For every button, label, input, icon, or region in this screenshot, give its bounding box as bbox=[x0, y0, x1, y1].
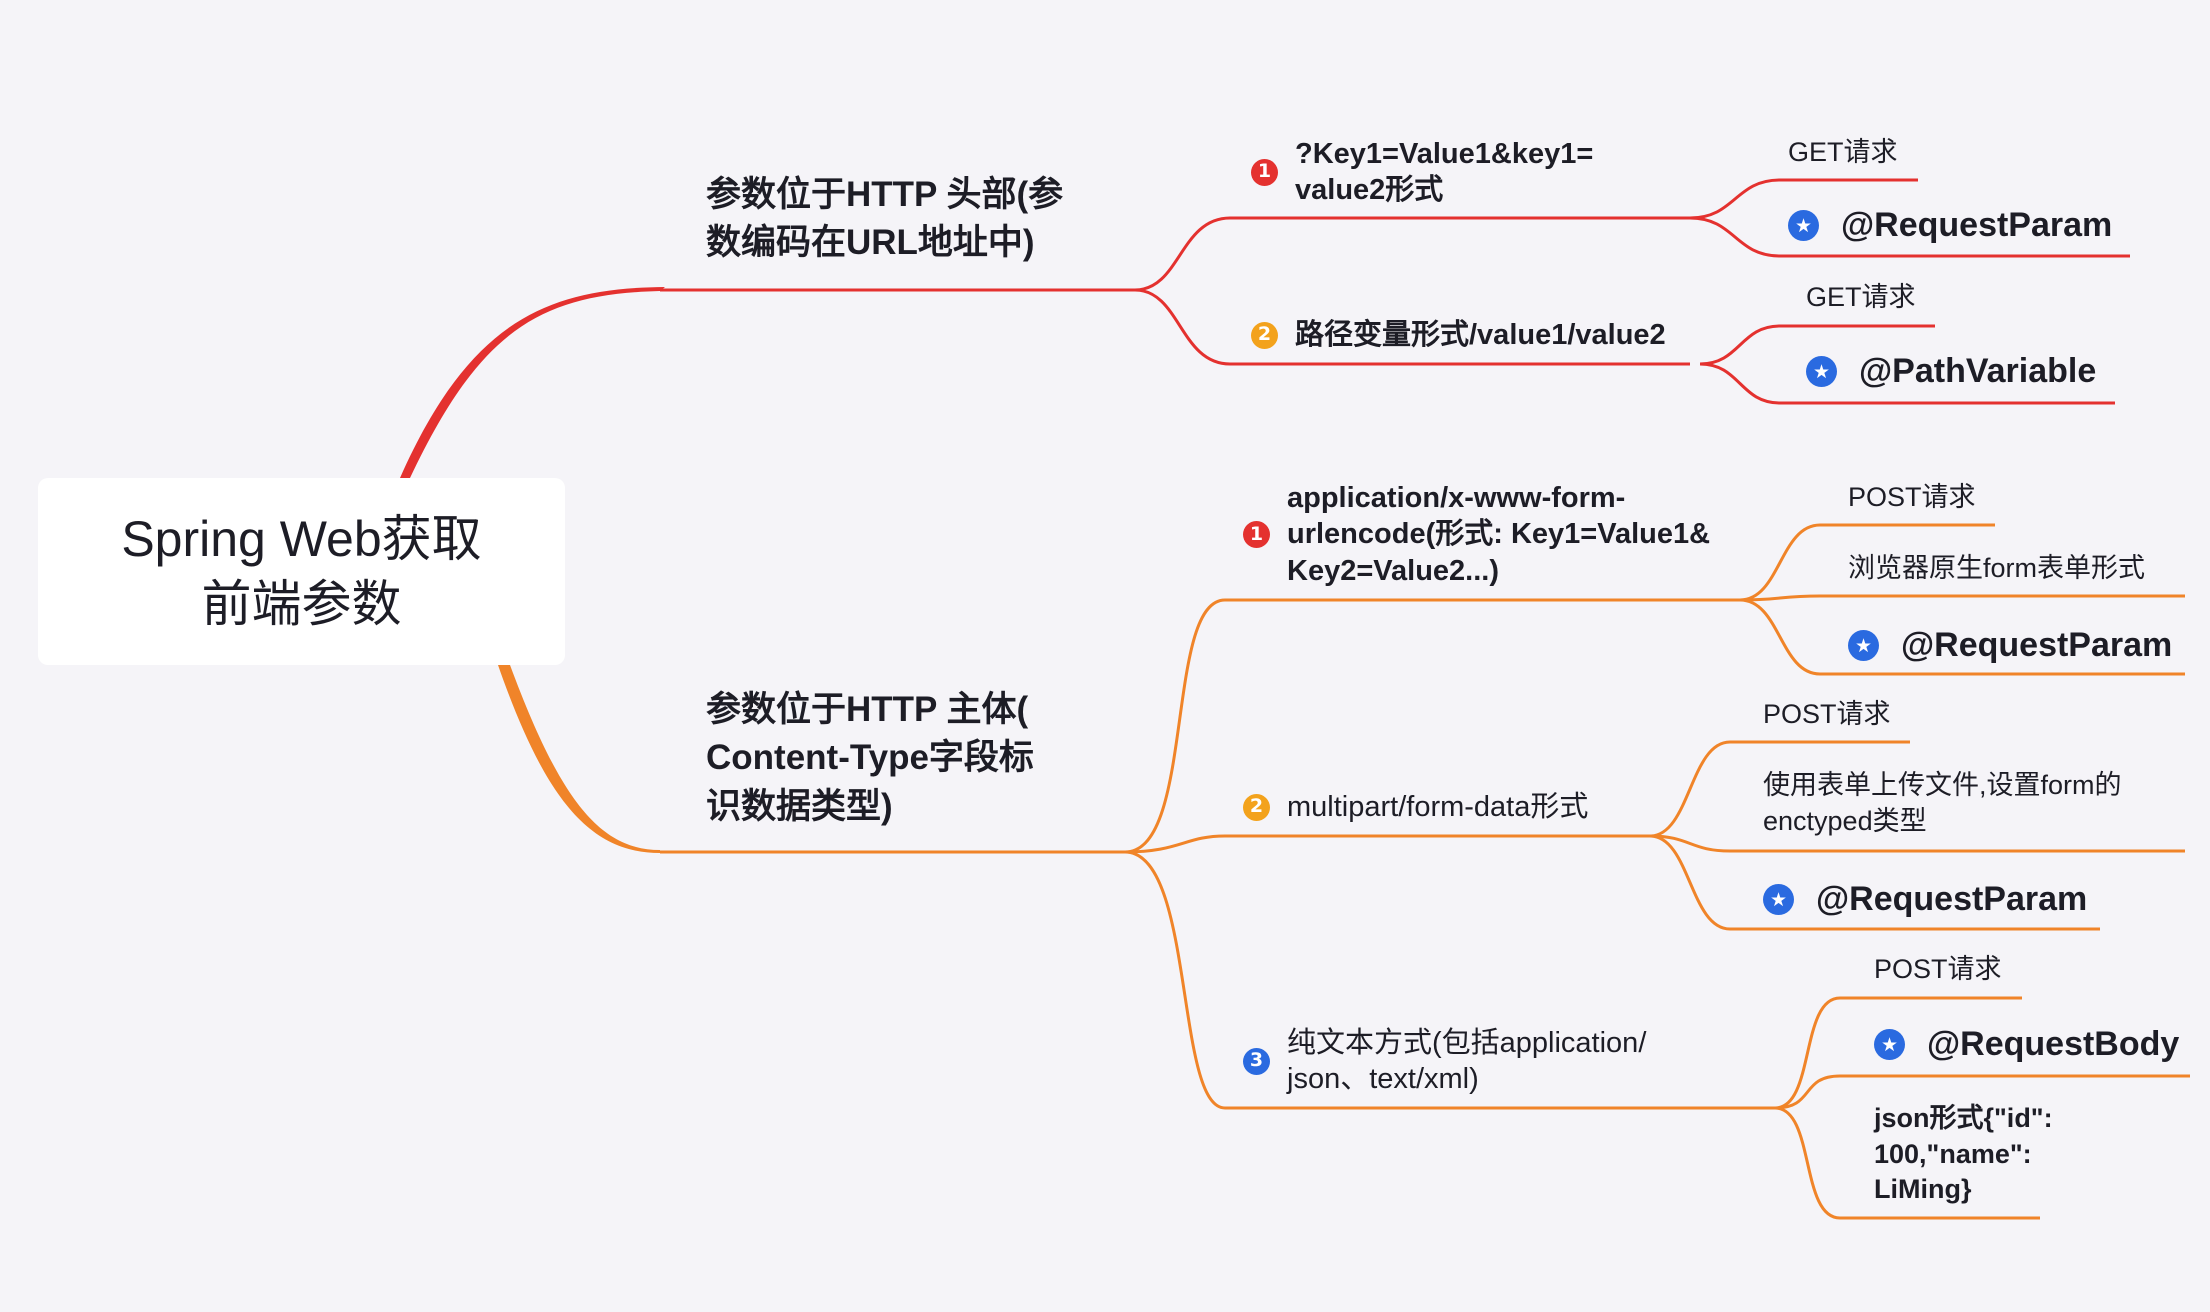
body-item-1-annotation[interactable]: ★ @RequestParam bbox=[1848, 624, 2172, 668]
star-icon: ★ bbox=[1806, 356, 1837, 388]
body-item-1-description[interactable]: 浏览器原生form表单形式 bbox=[1848, 553, 2145, 583]
root-node[interactable]: Spring Web获取 前端参数 bbox=[38, 478, 565, 665]
body-item-multipart[interactable]: 2 multipart/form-data形式 bbox=[1243, 789, 1588, 825]
number-1-icon: 1 bbox=[1251, 158, 1278, 186]
header-item-query-string[interactable]: 1 ?Key1=Value1&key1= value2形式 bbox=[1251, 136, 1593, 209]
star-icon: ★ bbox=[1874, 1029, 1905, 1061]
star-icon: ★ bbox=[1848, 630, 1879, 662]
body-item-plain-text[interactable]: 3 纯文本方式(包括application/ json、text/xml) bbox=[1243, 1025, 1646, 1098]
body-item-1-request[interactable]: POST请求 bbox=[1848, 482, 1976, 512]
body-item-3-annotation[interactable]: ★ @RequestBody bbox=[1874, 1023, 2179, 1067]
star-icon: ★ bbox=[1763, 884, 1794, 916]
header-item-2-annotation[interactable]: ★ @PathVariable bbox=[1806, 350, 2096, 394]
number-2-icon: 2 bbox=[1243, 793, 1270, 821]
star-icon: ★ bbox=[1788, 210, 1819, 242]
branch-header-node[interactable]: 参数位于HTTP 头部(参 数编码在URL地址中) bbox=[706, 175, 1064, 263]
connector-root-header bbox=[400, 287, 665, 478]
header-item-1-request[interactable]: GET请求 bbox=[1788, 137, 1898, 167]
root-title: Spring Web获取 前端参数 bbox=[121, 510, 482, 632]
header-item-path-variable[interactable]: 2 路径变量形式/value1/value2 bbox=[1251, 317, 1666, 353]
header-item-2-request[interactable]: GET请求 bbox=[1806, 282, 1916, 312]
body-item-urlencoded[interactable]: 1 application/x-www-form- urlencode(形式: … bbox=[1243, 480, 1710, 589]
connector-root-body bbox=[498, 665, 660, 853]
branch-body-node[interactable]: 参数位于HTTP 主体( Content-Type字段标 识数据类型) bbox=[706, 690, 1034, 826]
number-2-icon: 2 bbox=[1251, 321, 1278, 349]
body-item-2-request[interactable]: POST请求 bbox=[1763, 699, 1891, 729]
body-item-2-annotation[interactable]: ★ @RequestParam bbox=[1763, 878, 2087, 922]
header-item-1-annotation[interactable]: ★ @RequestParam bbox=[1788, 204, 2112, 248]
body-item-3-json-example[interactable]: json形式{"id": 100,"name": LiMing} bbox=[1874, 1103, 2053, 1205]
number-3-icon: 3 bbox=[1243, 1047, 1270, 1075]
body-item-2-description[interactable]: 使用表单上传文件,设置form的 enctyped类型 bbox=[1763, 770, 2122, 836]
body-item-3-request[interactable]: POST请求 bbox=[1874, 954, 2002, 984]
number-1-icon: 1 bbox=[1243, 520, 1270, 548]
